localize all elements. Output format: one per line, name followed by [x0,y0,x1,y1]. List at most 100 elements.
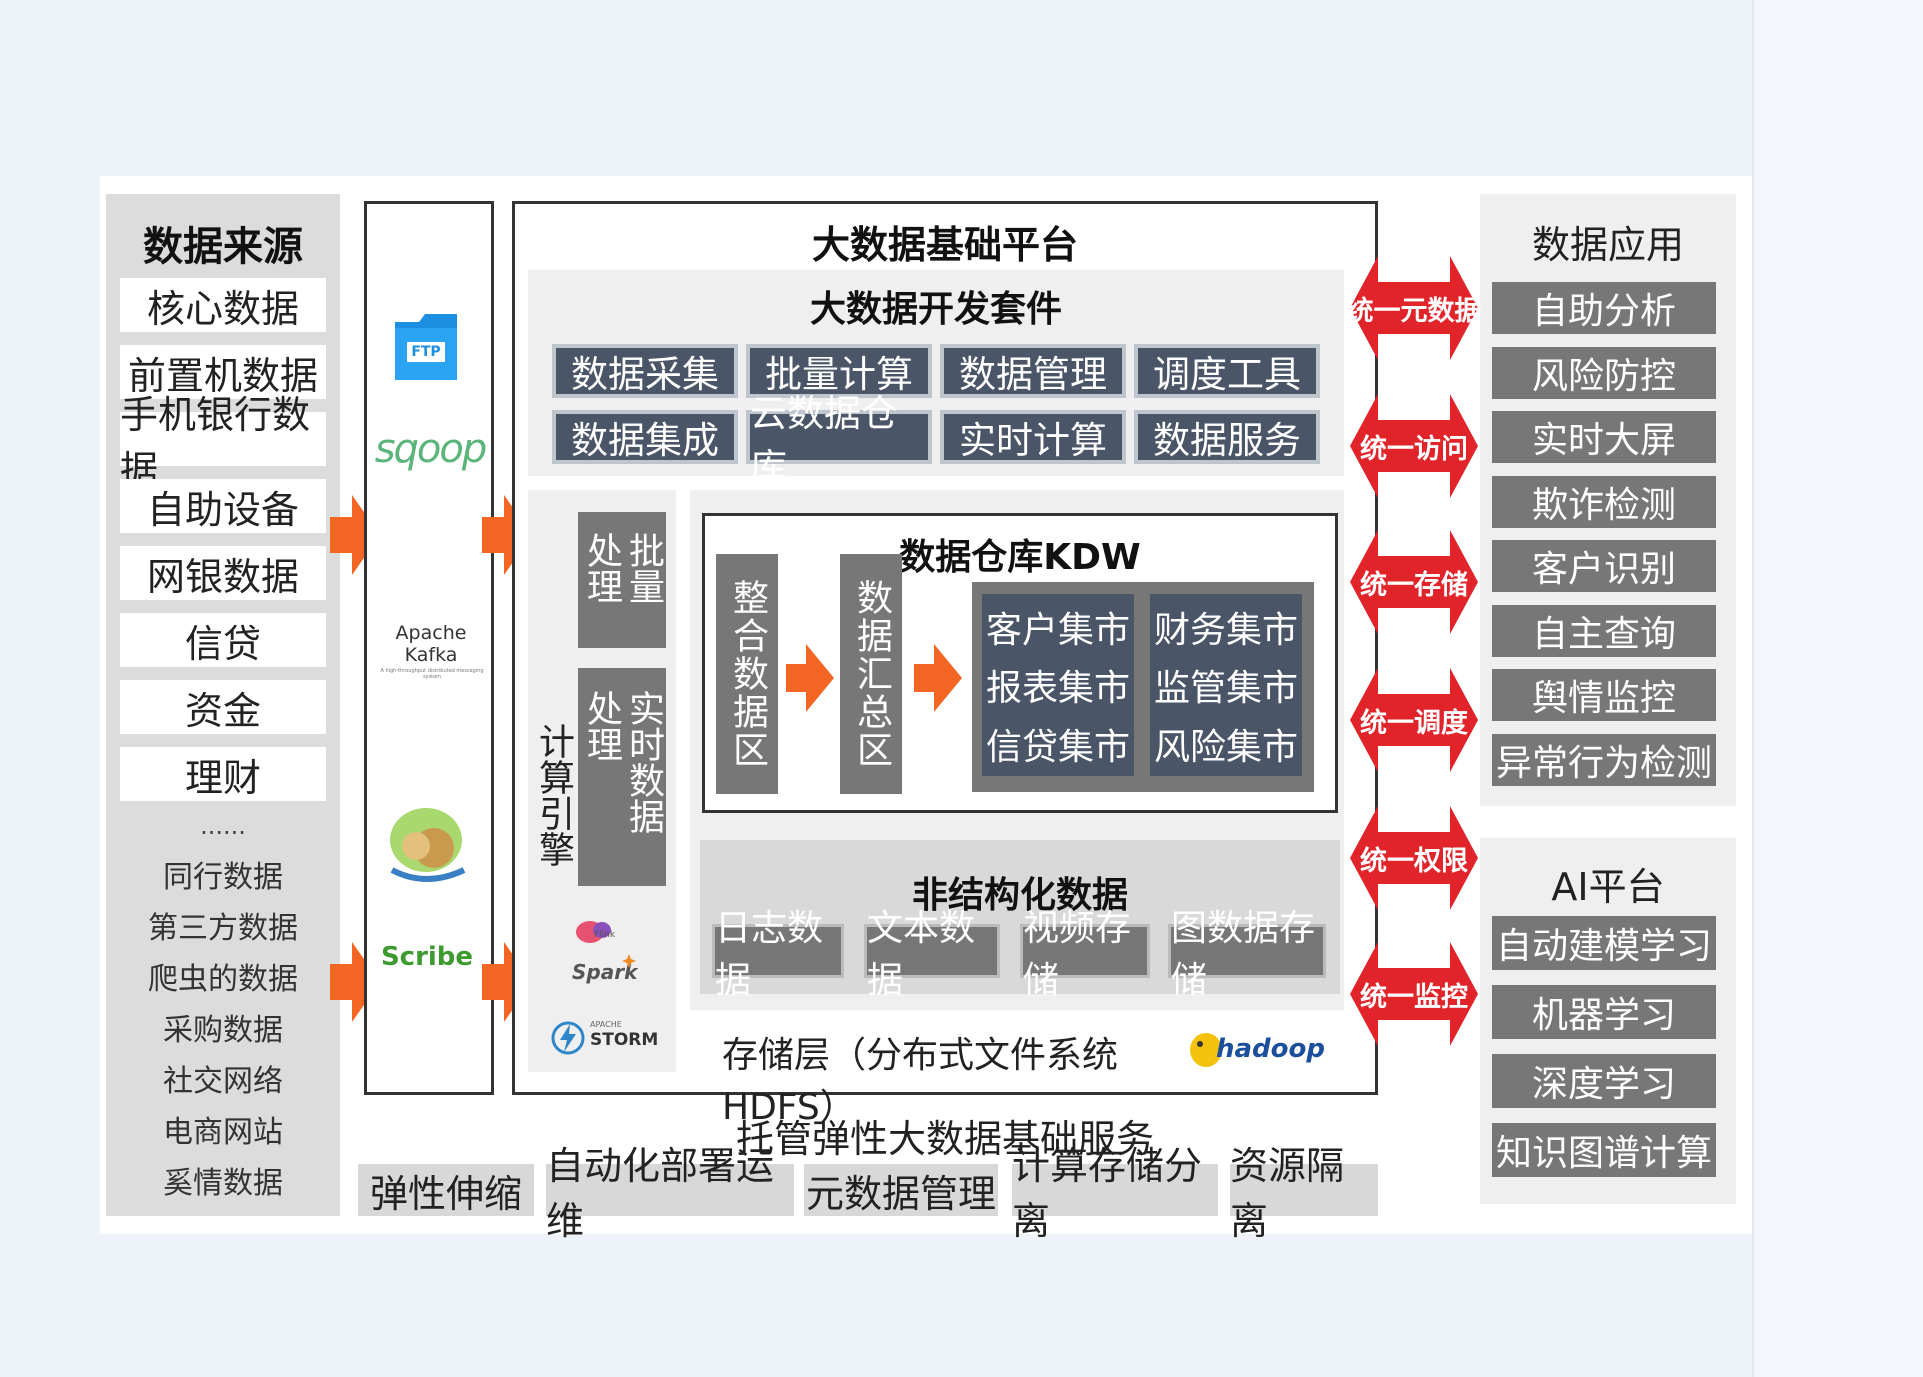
summary-zone-box: 数据汇总区 [840,554,902,794]
dev-suite-title: 大数据开发套件 [809,289,1062,330]
dev-tool-item: 数据集成 [552,410,738,464]
kafka-tagline: A high-throughput distributed messaging … [380,668,484,680]
dev-tool-item: 数据采集 [552,344,738,398]
external-source-item: 社交网络 [163,1064,283,1099]
source-item: 资金 [120,680,326,734]
kdw-title: 数据仓库KDW [899,537,1141,578]
source-item: 手机银行数据 [120,393,326,492]
ai-item: 机器学习 [1492,985,1716,1039]
data-marts-left: 客户集市 报表集市 信贷集市 [982,594,1134,776]
app-item: 舆情监控 [1492,669,1716,721]
arrow-right-icon [482,495,532,575]
storage-layer-label: 存储层（分布式文件系统HDFS） [722,1035,1119,1128]
summary-zone-label: 数据汇总区 [851,579,892,769]
source-item: 自助设备 [120,479,326,533]
unified-double-arrow: 统一存储 [1350,530,1478,634]
hosting-item: 元数据管理 [804,1164,998,1216]
realtime-processing-label: 实时数据处理 [581,690,664,834]
storm-prefix: APACHE [590,1020,622,1029]
ai-item: 知识图谱计算 [1492,1123,1716,1177]
hosting-item: 自动化部署运维 [546,1144,794,1243]
unified-double-arrow: 统一监控 [1350,942,1478,1046]
dev-tool-item: 数据管理 [940,344,1126,398]
hadoop-elephant-icon [1188,1028,1224,1070]
app-item: 风险防控 [1492,346,1716,399]
apps-title: 数据应用 [1531,223,1684,267]
scribe-animal-icon [386,800,470,886]
ai-item: 深度学习 [1492,1054,1716,1108]
ftp-logo: FTP [389,308,463,390]
spark-star-icon [622,953,636,968]
mart-risk: 风险集市 [1153,726,1298,768]
ftp-label: FTP [411,344,441,360]
data-marts-right: 财务集市 监管集市 风险集市 [1150,594,1302,776]
unified-double-arrow: 统一元数据 [1347,256,1482,360]
unified-double-arrow: 统一权限 [1350,806,1478,910]
dev-tool-item: 数据服务 [1134,410,1320,464]
unstructured-item: 图数据存储 [1168,908,1326,1001]
hosting-item: 资源隔离 [1230,1144,1378,1243]
unified-label: 统一存储 [1360,569,1468,601]
mart-finance: 财务集市 [1153,609,1298,651]
dev-tool-item: 云数据仓库 [746,392,932,489]
scribe-logo: Scribe [380,942,474,972]
external-source-item: 同行数据 [163,860,283,895]
right-margin-strip [1752,0,1923,1377]
sqoop-logo: sqoop [374,426,488,472]
app-item: 实时大屏 [1492,411,1716,463]
external-source-item: 奚情数据 [163,1166,283,1201]
arrow-right-icon [330,495,380,575]
sources-title: 数据来源 [143,224,303,270]
dev-tool-item: 实时计算 [940,410,1126,464]
arrow-right-icon [914,644,962,712]
compute-engine-label: 计算引擎 [533,723,574,867]
arrow-right-icon [330,942,380,1022]
batch-processing-box: 批量处理 [578,512,666,648]
unified-label: 统一监控 [1360,981,1468,1013]
app-item: 客户识别 [1492,540,1716,592]
spark-logo: Spark [572,960,638,984]
external-source-item: 第三方数据 [148,911,298,946]
unified-double-arrow: 统一调度 [1350,668,1478,772]
hosting-item: 弹性伸缩 [358,1164,534,1216]
unstructured-item: 文本数据 [864,908,1000,1001]
hosting-title: 托管弹性大数据基础服务 [735,1117,1154,1161]
unified-label: 统一访问 [1360,433,1468,465]
dev-tool-item: 调度工具 [1134,344,1320,398]
flink-squirrel-icon [572,918,630,946]
external-source-item: 采购数据 [163,1013,283,1048]
external-source-item: 爬虫的数据 [148,962,298,997]
external-source-item: 电商网站 [163,1115,283,1150]
unstructured-item: 视频存储 [1020,908,1150,1001]
source-item: 前置机数据 [120,345,326,399]
dev-tool-item: 批量计算 [746,344,932,398]
mart-customer: 客户集市 [985,609,1130,651]
arrow-right-icon [482,942,532,1022]
source-item: 理财 [120,747,326,801]
sources-ellipsis: ...... [200,812,246,840]
storm-bolt-icon [550,1020,586,1056]
app-item: 自主查询 [1492,604,1716,657]
app-item: 自助分析 [1492,282,1716,334]
unified-label: 统一权限 [1360,845,1468,877]
source-item: 核心数据 [120,278,326,332]
ai-title: AI平台 [1551,865,1665,909]
integration-zone-box: 整合数据区 [716,554,778,794]
source-item: 网银数据 [120,546,326,600]
hadoop-logo: hadoop [1216,1034,1326,1064]
hosting-item: 计算存储分离 [1012,1144,1218,1243]
app-item: 欺诈检测 [1492,475,1716,528]
unified-double-arrow: 统一访问 [1350,394,1478,498]
platform-title: 大数据基础平台 [811,223,1078,267]
app-item: 异常行为检测 [1492,733,1716,786]
mart-report: 报表集市 [985,668,1130,709]
unstructured-item: 日志数据 [712,908,844,1001]
integration-zone-label: 整合数据区 [727,579,768,769]
unified-label: 统一调度 [1360,707,1468,739]
unstructured-title: 非结构化数据 [911,875,1128,916]
mart-credit: 信贷集市 [985,726,1130,768]
realtime-processing-box: 实时数据处理 [578,668,666,886]
ai-item: 自动建模学习 [1492,916,1716,970]
kafka-logo: Apache Kafka [395,622,467,666]
batch-processing-label: 批量处理 [581,532,664,604]
